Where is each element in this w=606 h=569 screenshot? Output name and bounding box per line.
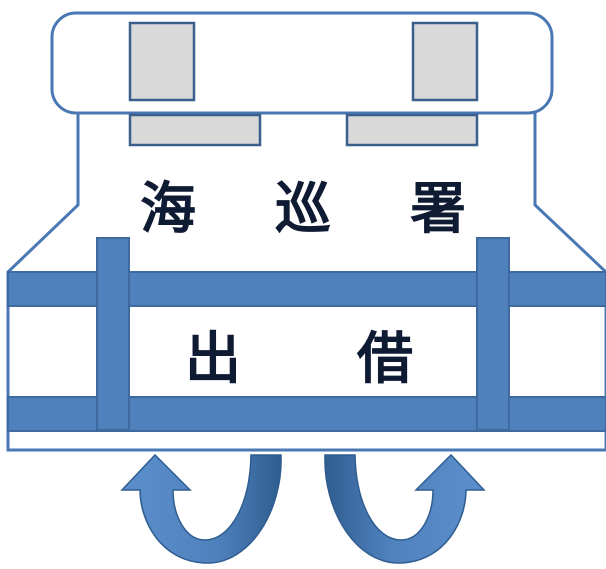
cabin-window-right bbox=[411, 21, 479, 102]
label-chu: 出 bbox=[185, 326, 241, 392]
right-curved-arrow-icon bbox=[324, 453, 486, 564]
label-hai: 海 bbox=[140, 176, 196, 242]
cabin-window-left bbox=[128, 21, 196, 102]
left-curved-arrow-icon bbox=[120, 453, 282, 564]
label-xun: 巡 bbox=[275, 176, 331, 242]
cabin-base-block-right bbox=[345, 113, 479, 147]
cabin-base-block-left bbox=[128, 113, 262, 147]
label-jie: 借 bbox=[356, 326, 413, 392]
label-shu: 署 bbox=[410, 176, 466, 242]
right-post bbox=[476, 237, 510, 431]
left-post bbox=[96, 237, 130, 431]
